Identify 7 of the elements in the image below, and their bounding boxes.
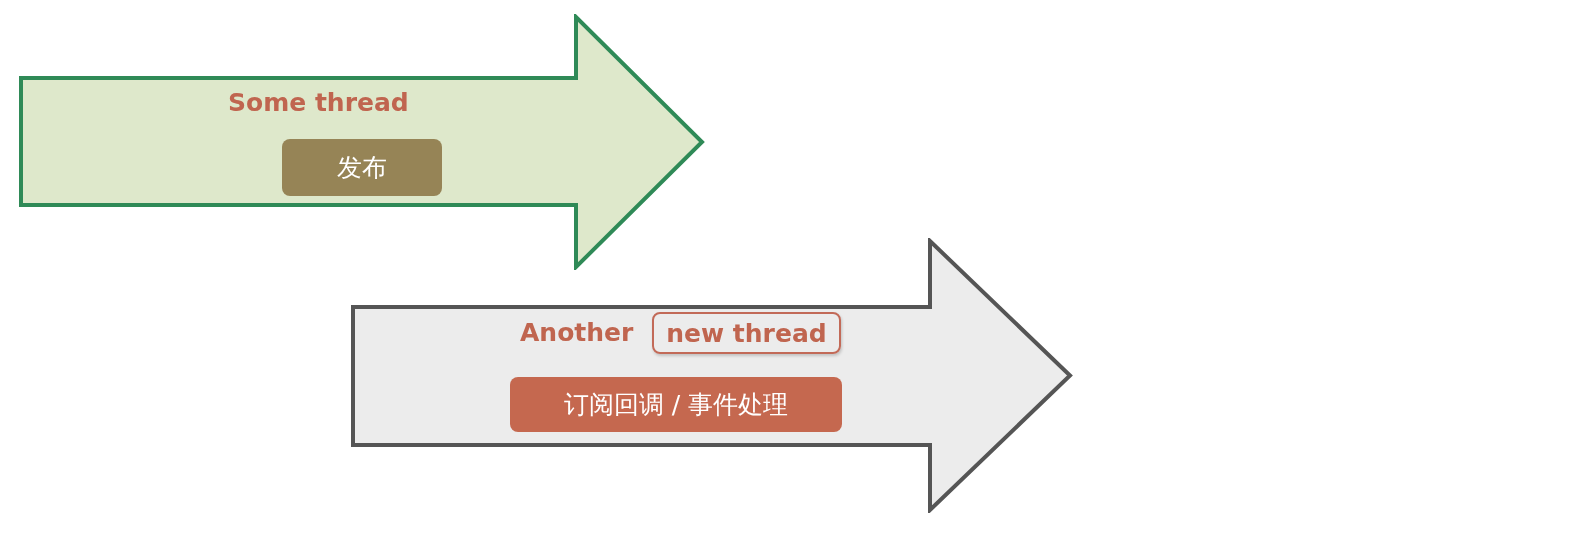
- action-label: 发布: [282, 139, 442, 196]
- highlighted-label: new thread: [652, 312, 841, 354]
- arrow-band: [351, 238, 1073, 513]
- thread-title: Some thread: [228, 88, 409, 118]
- thread-title: Another: [520, 318, 634, 348]
- arrow-band: [19, 14, 705, 270]
- action-label: 订阅回调 / 事件处理: [510, 377, 842, 432]
